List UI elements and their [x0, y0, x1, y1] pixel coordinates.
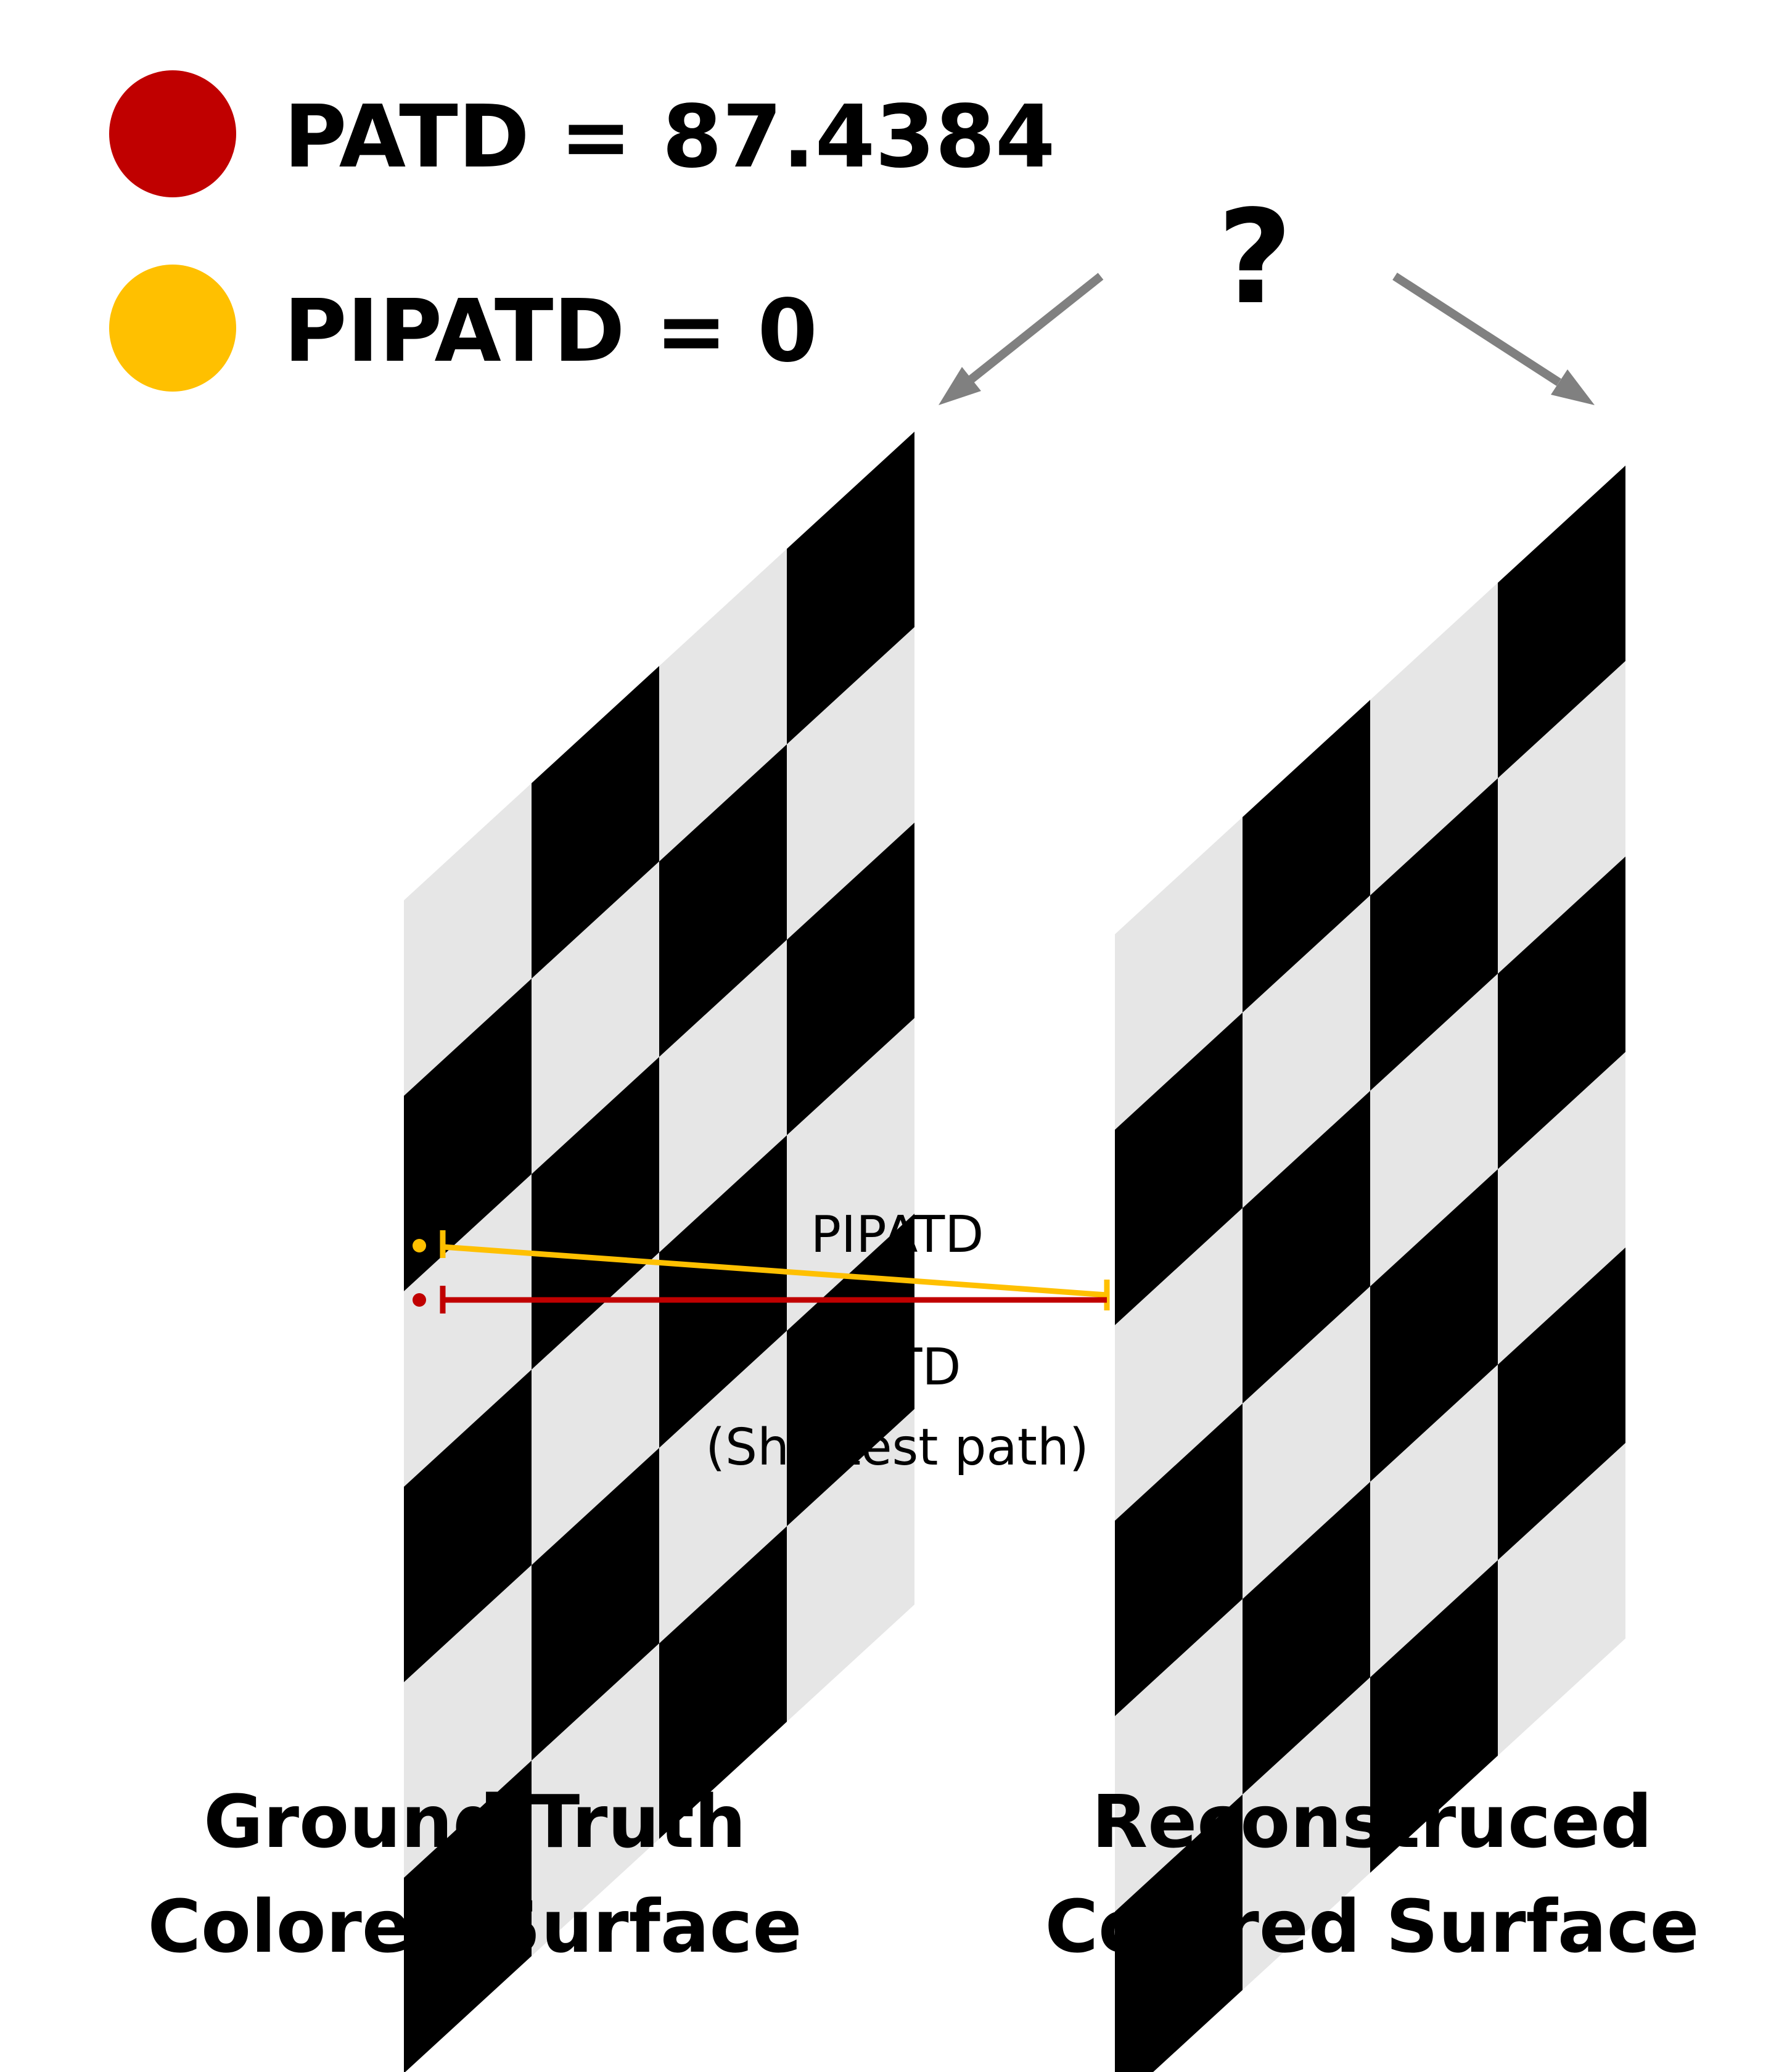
- pipatd-legend-dot: [109, 265, 236, 392]
- pipatd-path: [413, 1230, 1110, 1310]
- checker-cell: [1498, 661, 1625, 974]
- checker-cell: [1243, 1091, 1370, 1404]
- patd-path-sublabel: (Shortest path): [705, 1418, 1089, 1477]
- checker-cell: [404, 1370, 532, 1682]
- checker-cell: [787, 432, 914, 744]
- checker-cell: [1498, 857, 1625, 1169]
- checker-cell: [659, 1526, 787, 1839]
- checker-cell: [1370, 1560, 1498, 1873]
- checker-cell: [532, 1252, 659, 1565]
- checker-cell: [1243, 700, 1370, 1013]
- reconstructed-caption-line2: Colored Surface: [1045, 1884, 1699, 1969]
- checker-cell: [532, 1643, 659, 1956]
- reconstructed-caption-line1: Reconstruced: [1091, 1779, 1652, 1864]
- checker-cell: [404, 783, 532, 1096]
- checker-cell: [787, 1018, 914, 1331]
- patd-legend-dot: [109, 70, 236, 197]
- checker-cell: [1498, 1443, 1625, 1756]
- checker-cell: [659, 744, 787, 1057]
- checker-cell: [1498, 466, 1625, 778]
- checker-cell: [659, 1331, 787, 1643]
- checker-cell: [1115, 1013, 1243, 1325]
- question-group: ?: [939, 182, 1595, 405]
- patd-path: [413, 1286, 1107, 1314]
- checker-cell: [532, 861, 659, 1174]
- ground-truth-caption-line2: Colored Surface: [147, 1884, 802, 1969]
- checker-cell: [1498, 1052, 1625, 1365]
- checker-cell: [532, 1057, 659, 1370]
- ground-truth-caption-line1: Ground Truth: [203, 1779, 746, 1864]
- reconstructed-checkerboard: [1115, 466, 1625, 2072]
- checker-cell: [659, 549, 787, 861]
- checker-cell: [1115, 1208, 1243, 1521]
- checker-cell: [1370, 1365, 1498, 1677]
- checker-cell: [404, 1565, 532, 1878]
- question-mark: ?: [1217, 182, 1292, 333]
- checker-cell: [1243, 895, 1370, 1208]
- checker-cell: [532, 1448, 659, 1761]
- ground-truth-checkerboard: [404, 432, 914, 2072]
- checker-cell: [787, 627, 914, 940]
- checker-cell: [787, 1214, 914, 1526]
- checker-cell: [1370, 1169, 1498, 1482]
- checker-cell: [1498, 1248, 1625, 1560]
- checker-cell: [659, 940, 787, 1252]
- pipatd-start-dot: [413, 1239, 426, 1252]
- right-arrow-icon: [1392, 273, 1595, 405]
- checker-cell: [404, 979, 532, 1291]
- checker-cell: [1370, 778, 1498, 1091]
- checker-cell: [1243, 1677, 1370, 1990]
- pipatd-path-label: PIPATD: [811, 1206, 984, 1264]
- checker-cell: [1243, 1286, 1370, 1599]
- patd-path-label: PATD: [833, 1338, 961, 1397]
- checker-cell: [1370, 974, 1498, 1286]
- checker-cell: [404, 1761, 532, 2072]
- checker-cell: [1115, 1599, 1243, 1912]
- patd-start-dot: [413, 1293, 426, 1307]
- checker-cell: [787, 823, 914, 1135]
- left-arrow-icon: [939, 273, 1104, 405]
- checker-cell: [1243, 1482, 1370, 1794]
- pipatd-legend-label: PIPATD = 0: [284, 281, 818, 382]
- checker-cell: [787, 1409, 914, 1722]
- checker-cell: [532, 666, 659, 979]
- checker-cell: [1115, 817, 1243, 1130]
- pipatd-line: [442, 1244, 1107, 1298]
- checker-cell: [1370, 583, 1498, 895]
- checker-cell: [1115, 1794, 1243, 2072]
- checker-cell: [1115, 1404, 1243, 1716]
- patd-legend-label: PATD = 87.4384: [284, 87, 1055, 187]
- legend: PATD = 87.4384 PIPATD = 0: [109, 70, 1055, 392]
- checker-cell: [659, 1135, 787, 1448]
